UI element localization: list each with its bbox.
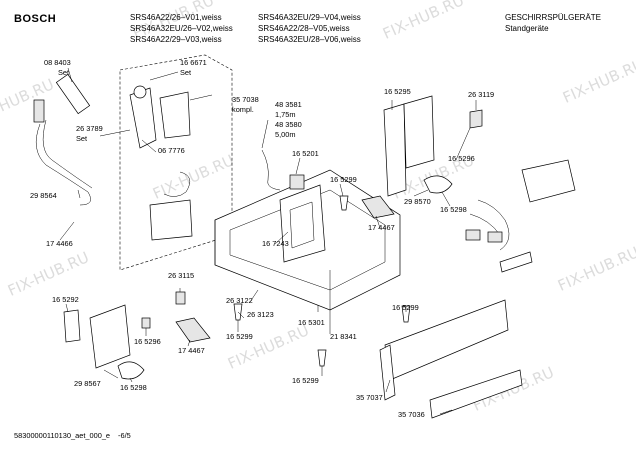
part-label: 35 7038 (232, 95, 259, 104)
model-number: SRS46A32EU/26–V02,weiss (130, 24, 233, 33)
part-label: 16 5292 (52, 295, 79, 304)
model-number: SRS46A32EU/28–V06,weiss (258, 35, 361, 44)
part-label: Set (76, 134, 88, 143)
part-label: 06 7776 (158, 146, 185, 155)
clip (469, 109, 483, 129)
screw (317, 349, 327, 367)
side-bracket-arm (403, 95, 435, 169)
part-label: 16 5298 (440, 205, 467, 214)
connector (465, 229, 481, 241)
drain-hose (35, 123, 91, 206)
part-label: 16 5299 (292, 376, 319, 385)
kick-plate-front (379, 344, 396, 401)
wiring-harness (469, 199, 510, 251)
part-label: 26 3115 (168, 271, 195, 280)
part-label: 16 5299 (226, 332, 253, 341)
part-label: 17 4467 (178, 346, 205, 355)
part-label: 16 5296 (448, 154, 475, 163)
part-label: 29 8570 (404, 197, 431, 206)
connector-block (499, 251, 533, 273)
connector (487, 231, 503, 243)
clip (63, 309, 81, 343)
drain-hose-piece (55, 73, 91, 115)
brand-logo: BOSCH (14, 13, 57, 25)
part-label: 16 7243 (262, 239, 289, 248)
document-code: 58300000110130_aet_000_e (14, 431, 111, 440)
part-label: 26 3119 (468, 90, 495, 99)
model-number: SRS46A22/28–V05,weiss (258, 24, 350, 33)
category-subtitle: Standgeräte (505, 24, 549, 33)
part-label: 16 6671 (180, 58, 207, 67)
part-label: 16 5299 (392, 303, 419, 312)
drain-hose-lines (42, 119, 93, 189)
part-label: 17 4466 (46, 239, 73, 248)
clip (175, 291, 186, 305)
part-label: 16 5301 (298, 318, 325, 327)
part-label: 26 3789 (76, 124, 103, 133)
hose-clamp (33, 99, 45, 123)
screw (401, 305, 411, 323)
part-label: Set (58, 68, 70, 77)
side-bracket (383, 103, 407, 197)
leader-lines (59, 67, 477, 415)
base-column (279, 184, 326, 263)
part-label: Set (180, 68, 192, 77)
hinge (117, 361, 145, 380)
part-label: 48 3581 (275, 100, 302, 109)
category-title: GESCHIRRSPÜLGERÄTE (505, 13, 602, 22)
base-frame-edge (214, 220, 331, 310)
model-number: SRS46A32EU/29–V04,weiss (258, 13, 361, 22)
part-label: 35 7037 (356, 393, 383, 402)
model-number: SRS46A22/29–V03,weiss (130, 35, 222, 44)
part-label: 16 5295 (384, 87, 411, 96)
part-label: 29 8564 (30, 191, 57, 200)
model-number: SRS46A22/26–V01,weiss (130, 13, 222, 22)
power-cable (261, 149, 281, 191)
screw (339, 195, 349, 211)
part-label: 16 5298 (120, 383, 147, 392)
pump-cover (149, 199, 193, 241)
part-label: 16 5201 (292, 149, 319, 158)
support-rail (521, 159, 576, 203)
assembly-group-box (119, 54, 233, 271)
part-label: 21 8341 (330, 332, 357, 341)
part-label: 16 5299 (330, 175, 357, 184)
base-frame-inner (229, 189, 386, 291)
part-label: 26 3122 (226, 296, 253, 305)
pump-cable (163, 171, 191, 197)
base-column-detail (289, 201, 315, 249)
terminal-block (289, 174, 305, 190)
part-label: 26 3123 (247, 310, 274, 319)
hinge (423, 175, 453, 194)
part-label: 5,00m (275, 130, 296, 139)
part-label: 48 3580 (275, 120, 302, 129)
pump-bracket (159, 91, 191, 139)
part-label: 1,75m (275, 110, 296, 119)
part-label: 35 7036 (398, 410, 425, 419)
pump-assembly-cap (133, 85, 147, 99)
base-cover (429, 369, 523, 419)
adjustable-foot (361, 195, 395, 219)
adjustable-foot (175, 317, 211, 343)
part-label: 17 4467 (368, 223, 395, 232)
part-label: kompl. (232, 105, 254, 114)
part-label: 29 8567 (74, 379, 101, 388)
part-label: 16 5296 (134, 337, 161, 346)
part-label: 08 8403 (44, 58, 71, 67)
valve-bracket (89, 304, 131, 369)
page-number: -6/5 (118, 431, 131, 440)
switch (141, 317, 151, 329)
